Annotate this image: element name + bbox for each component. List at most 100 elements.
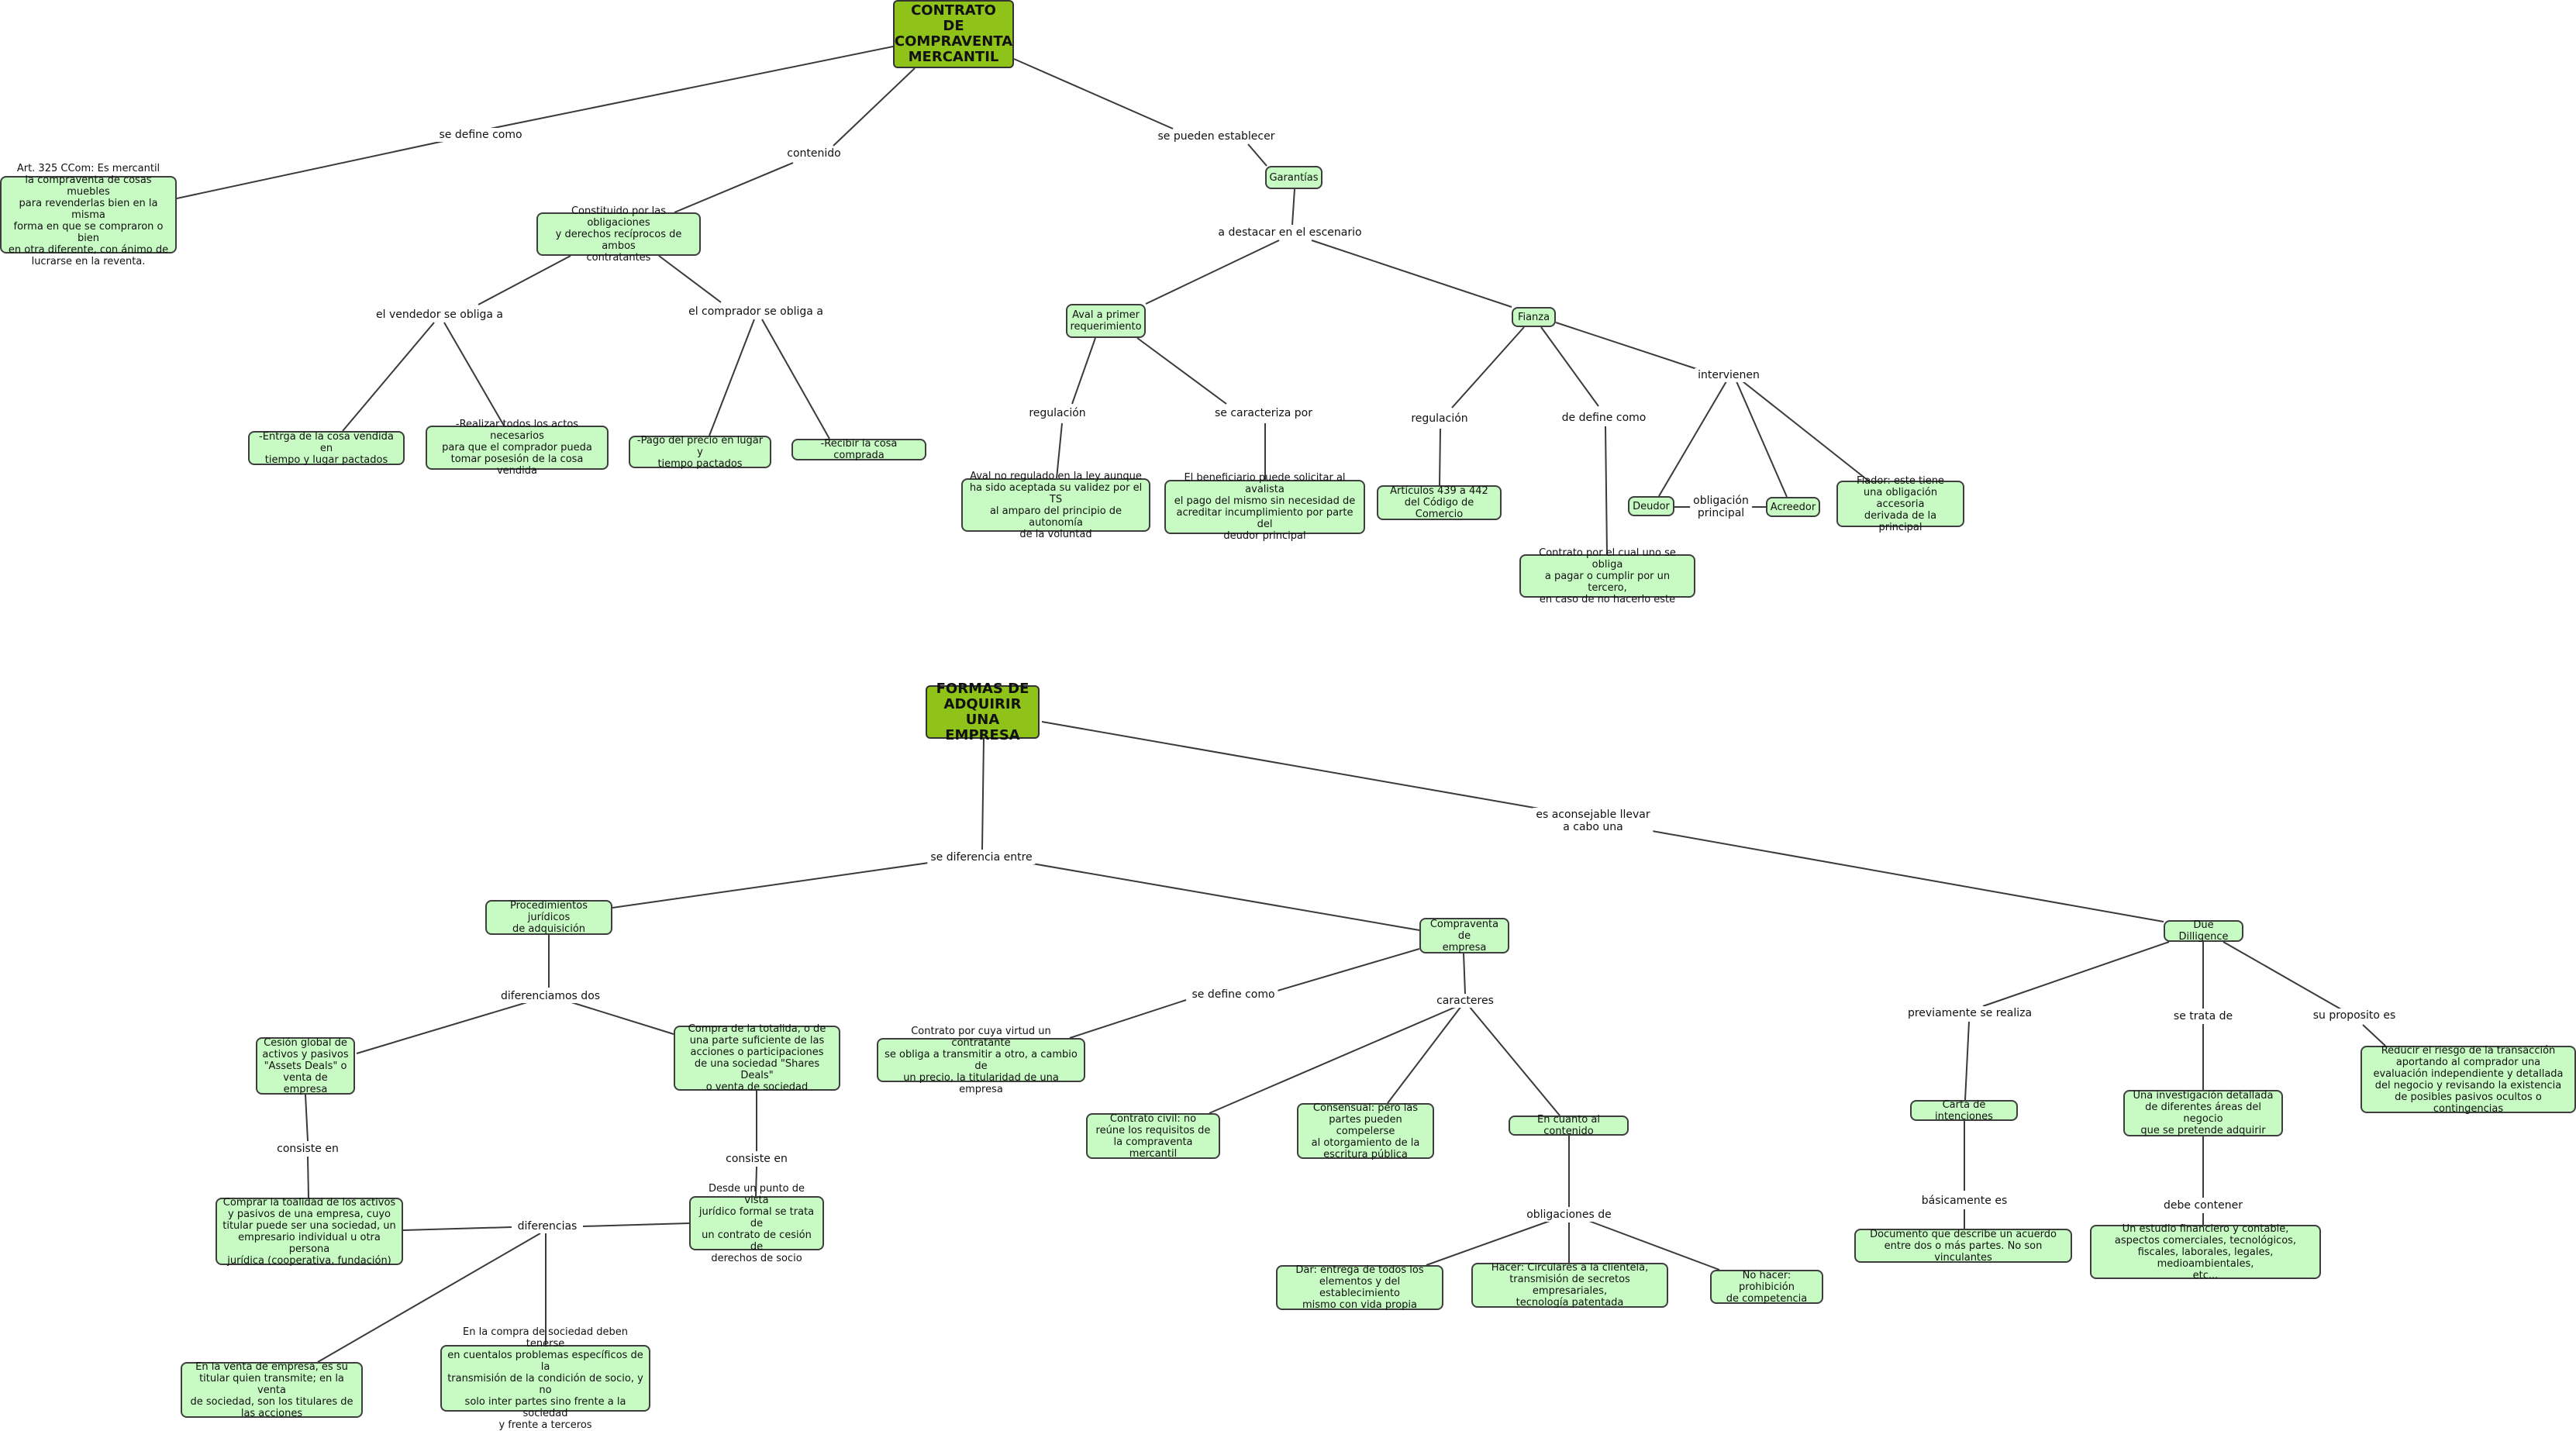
link (2223, 941, 2342, 1010)
link (1277, 948, 1420, 991)
link (1555, 322, 1705, 372)
label-intervienen: intervienen (1695, 368, 1763, 382)
deudor-node: Deudor (1628, 496, 1674, 516)
link (1247, 143, 1267, 167)
link (317, 1233, 541, 1363)
contrato-definicion-node: Contrato por cuya virtud un contratante … (877, 1026, 1085, 1095)
label-regulacion-aval: regulación (1026, 406, 1089, 420)
link (1145, 240, 1280, 305)
link (176, 140, 448, 199)
label-aconsejable: es aconsejable llevar a cabo una (1533, 808, 1654, 834)
link (1426, 1219, 1553, 1266)
link (307, 1156, 309, 1198)
label-debe-contener: debe contener (2160, 1198, 2246, 1212)
link (571, 1002, 674, 1035)
link (582, 1222, 690, 1227)
link (1041, 721, 1540, 809)
due-dilligence-node: Due Dilligence (2164, 919, 2243, 943)
aval-node: Aval a primer requerimiento (1066, 304, 1146, 338)
label-comprador-obliga: el comprador se obliga a (685, 305, 826, 319)
consensual-node: Consensual: pero las partes pueden compe… (1297, 1102, 1434, 1160)
label-regulacion-fianza: regulación (1408, 412, 1471, 426)
contrato-civil-node: Contrato civil: no reúne los requisitos … (1086, 1113, 1220, 1160)
investigacion-node: Una investigación detallada de diferente… (2123, 1090, 2283, 1136)
recibir-node: -Recibir la cosa comprada (791, 438, 926, 461)
label-diferencias: diferencias (514, 1219, 581, 1233)
label-se-pueden-establecer: se pueden establecer (1154, 129, 1278, 143)
link (1736, 381, 1788, 498)
label-su-proposito: su proposito es (2309, 1009, 2399, 1022)
link (1069, 999, 1187, 1039)
link (1540, 326, 1599, 407)
link (356, 1002, 528, 1054)
link (755, 1166, 757, 1197)
no-hacer-node: No hacer: prohibición de competencia (1710, 1270, 1823, 1305)
en-cuanto-contenido-node: En cuanto al contenido (1509, 1114, 1629, 1137)
label-se-define-como-empresa: se define como (1188, 988, 1278, 1002)
label-previamente: previamente se realiza (1904, 1006, 2036, 1020)
label-de-define-como: de define como (1558, 411, 1650, 425)
link (305, 1094, 309, 1142)
carta-intenciones-node: Carta de intenciones (1910, 1099, 2018, 1122)
link (658, 255, 722, 303)
link (1209, 1005, 1458, 1114)
link (1136, 337, 1227, 405)
link (981, 738, 985, 850)
dar-node: Dar: entrega de todos los elementos y de… (1276, 1264, 1443, 1311)
label-consiste-en-activos: consiste en (274, 1142, 342, 1156)
link (833, 67, 916, 147)
label-consiste-en-sociedad: consiste en (722, 1152, 791, 1166)
link (1742, 381, 1869, 481)
reducir-riesgo-node: Reducir el riesgo de la transacción apor… (2360, 1045, 2576, 1115)
fianza-node: Fianza (1512, 307, 1556, 327)
link (1468, 1005, 1560, 1116)
compra-sociedad-node: En la compra de sociedad deben tenerse e… (440, 1326, 650, 1431)
link (1056, 422, 1063, 479)
fianza-definicion-node: Contrato por el cual uno se obliga a pag… (1519, 547, 1695, 605)
pago-node: -Pago del precio en lugar y tiempo pacta… (629, 435, 771, 470)
link (709, 319, 755, 436)
link (1387, 1005, 1462, 1104)
link (1982, 941, 2170, 1007)
label-se-define-como: se define como (436, 128, 526, 142)
link (443, 322, 505, 426)
cesion-global-node: Cesión global de activos y pasivos "Asse… (256, 1037, 355, 1095)
constituido-node: Constituido por las obligaciones y derec… (536, 205, 701, 264)
link (478, 255, 571, 305)
realizar-node: -Realizar todos los actos necesarios par… (426, 419, 609, 477)
articulos-node: Artículos 439 a 442 del Código de Comerc… (1377, 485, 1502, 520)
link (1586, 1219, 1720, 1271)
compraventa-empresa-node: Compraventa de empresa (1419, 918, 1509, 953)
beneficiario-node: El beneficiario puede solicitar al avali… (1164, 472, 1365, 542)
link (402, 1226, 512, 1231)
label-diferenciamos-dos: diferenciamos dos (497, 989, 604, 1003)
link (612, 861, 935, 909)
link (1291, 188, 1295, 226)
desde-punto-node: Desde un punto de vista jurídico formal … (689, 1183, 824, 1264)
link (1643, 829, 2164, 922)
link (2362, 1024, 2386, 1047)
contrato-compraventa-node: CONTRATO DE COMPRAVENTA MERCANTIL (893, 0, 1014, 68)
link (463, 46, 894, 135)
link (1658, 381, 1727, 497)
link (1311, 240, 1512, 308)
fiador-node: Fiador: este tiene una obligación acceso… (1836, 475, 1964, 533)
link (1964, 1021, 1970, 1101)
link (761, 319, 830, 440)
label-se-trata-de: se trata de (2170, 1009, 2236, 1023)
label-se-caracteriza: se caracteriza por (1212, 406, 1316, 420)
label-obligaciones-de: obligaciones de (1523, 1208, 1615, 1222)
link (1605, 426, 1608, 555)
garantias-node: Garantías (1265, 166, 1322, 189)
label-vendedor-obliga: el vendedor se obliga a (373, 308, 506, 322)
venta-empresa-node: En la venta de empresa, es su titular qu… (181, 1361, 363, 1419)
link (342, 322, 435, 432)
link (1071, 337, 1096, 405)
label-caracteres: caracteres (1433, 994, 1497, 1008)
acreedor-node: Acreedor (1766, 497, 1820, 517)
comprar-activos-node: Comprar la toalidad de los activos y pas… (216, 1197, 403, 1267)
formas-adquirir-node: FORMAS DE ADQUIRIR UNA EMPRESA (926, 681, 1040, 743)
link (674, 162, 794, 213)
procedimientos-node: Procedimientos jurídicos de adquisición (485, 900, 612, 935)
